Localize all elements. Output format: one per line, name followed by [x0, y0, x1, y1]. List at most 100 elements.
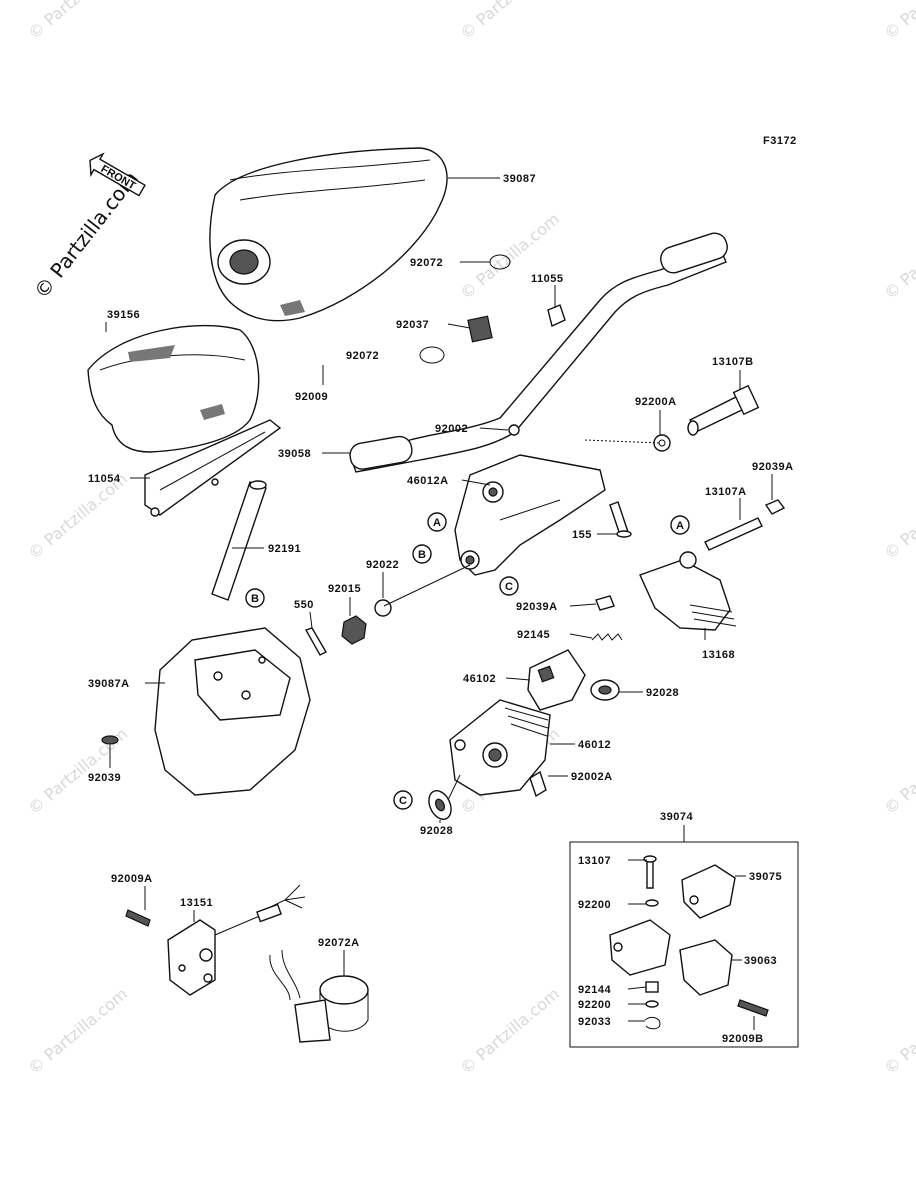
switch-46102	[527, 649, 586, 711]
callout-a-label: A	[433, 517, 441, 529]
nut-92015	[341, 615, 367, 645]
screw-92039	[101, 735, 119, 745]
part-label-92072A: 92072A	[318, 937, 360, 949]
watermark-text: © Partzilla.com	[456, 0, 563, 43]
watermark-text: © Partzilla.com	[24, 0, 131, 43]
part-label-39074: 39074	[660, 811, 693, 823]
part-label-13107: 13107	[578, 855, 611, 867]
part-label-92191: 92191	[268, 543, 301, 555]
part-label-13168: 13168	[702, 649, 735, 661]
part-label-13151: 13151	[180, 897, 213, 909]
lever-13168	[639, 551, 737, 631]
part-label-92037: 92037	[396, 319, 429, 331]
washer-92028-lower	[428, 790, 452, 820]
part-label-39058: 39058	[278, 448, 311, 460]
part-label-39075: 39075	[749, 871, 782, 883]
part-label-39063: 39063	[744, 955, 777, 967]
bolt-92002A	[529, 770, 547, 798]
part-label-92009: 92009	[295, 391, 328, 403]
part-label-46012A: 46012A	[407, 475, 449, 487]
part-label-92200-lower: 92200	[578, 999, 611, 1011]
part-label-11054: 11054	[88, 473, 121, 485]
part-label-92072-top: 92072	[410, 257, 443, 269]
washer-92200A	[653, 434, 671, 452]
clamp-92072-mid	[419, 346, 445, 364]
part-label-92039: 92039	[88, 772, 121, 784]
bolt-92039A-mid	[595, 595, 615, 611]
bracket-46012A	[454, 454, 606, 576]
part-label-92200A: 92200A	[635, 396, 677, 408]
watermark-text: © Partzilla.com	[880, 209, 916, 303]
tube-92191	[211, 480, 267, 601]
washer-92022	[374, 599, 392, 617]
callout-b-2: B	[245, 588, 265, 608]
bolt-13107B	[687, 384, 760, 436]
clamp-92072A	[269, 949, 369, 1043]
part-label-46012: 46012	[578, 739, 611, 751]
callout-c-label: C	[505, 581, 513, 593]
part-label-92009A: 92009A	[111, 873, 153, 885]
callout-c-1: C	[499, 576, 519, 596]
part-label-92072-mid: 92072	[346, 350, 379, 362]
watermark-text: © Partzilla.com	[880, 0, 916, 43]
part-label-39087: 39087	[503, 173, 536, 185]
callout-b-1: B	[412, 544, 432, 564]
watermark-text: © Partzilla.com	[880, 724, 916, 818]
part-label-92033: 92033	[578, 1016, 611, 1028]
handlebar-39058	[349, 232, 728, 473]
switch-13151	[167, 884, 306, 996]
washer-92200A-hole	[658, 439, 666, 447]
part-label-92028-lower: 92028	[420, 825, 453, 837]
part-label-13107A: 13107A	[705, 486, 747, 498]
switch-92037	[467, 315, 493, 343]
part-label-92144: 92144	[578, 984, 611, 996]
part-label-92039A-top: 92039A	[752, 461, 794, 473]
callout-b-label: B	[251, 593, 259, 605]
part-label-13107B: 13107B	[712, 356, 754, 368]
bracket-11054	[144, 419, 282, 517]
holder-11055	[547, 304, 566, 327]
part-labels: 39087 39156 92009 11054 92191 92072 9207…	[88, 173, 794, 1045]
watermark-text: © Partzilla.com	[880, 984, 916, 1078]
part-label-11055: 11055	[531, 273, 563, 285]
callout-a-2: A	[670, 515, 690, 535]
rod-13107A	[704, 517, 763, 551]
callout-b-label: B	[418, 549, 426, 561]
part-label-46102: 46102	[463, 673, 496, 685]
part-label-92028-upper: 92028	[646, 687, 679, 699]
leader-lines	[105, 177, 773, 1030]
cover-39156	[87, 324, 260, 453]
part-label-155: 155	[572, 529, 592, 541]
pin-550	[304, 627, 327, 656]
callout-c-2: C	[393, 790, 413, 810]
part-label-92002: 92002	[435, 423, 468, 435]
bolt-92002	[508, 424, 520, 436]
watermark-text: © Partzilla.com	[456, 209, 563, 303]
part-label-550: 550	[294, 599, 314, 611]
part-label-39087A: 39087A	[88, 678, 130, 690]
part-label-92039A-mid: 92039A	[516, 601, 558, 613]
washer-92028-upper	[590, 679, 620, 701]
pin-155	[609, 501, 632, 538]
watermark-text: © Partzilla.com	[880, 469, 916, 563]
housing-39087A	[154, 627, 311, 796]
part-label-92002A: 92002A	[571, 771, 613, 783]
watermark-text: © Partzilla.com	[24, 984, 131, 1078]
part-label-92015: 92015	[328, 583, 361, 595]
cover-39087	[209, 147, 448, 322]
callout-a-1: A	[427, 512, 447, 532]
callout-c-label: C	[399, 795, 407, 807]
bolt-92039A-top	[764, 499, 786, 515]
part-label-92022: 92022	[366, 559, 399, 571]
part-label-92200-top: 92200	[578, 899, 611, 911]
screw-92009A	[125, 909, 151, 927]
figure-code: F3172	[763, 135, 797, 147]
part-label-92145: 92145	[517, 629, 550, 641]
part-label-92009B: 92009B	[722, 1033, 764, 1045]
watermark-text: © Partzilla.com	[456, 984, 563, 1078]
callout-a-label: A	[676, 520, 684, 532]
part-label-39156: 39156	[107, 309, 140, 321]
bracket-46012	[449, 699, 551, 796]
spring-92145	[591, 633, 623, 641]
